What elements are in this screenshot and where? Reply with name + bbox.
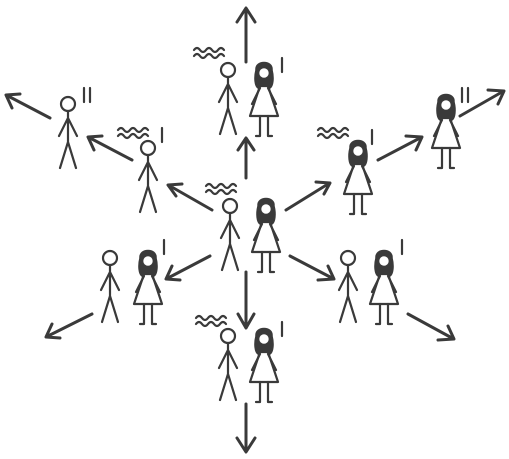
man-figure <box>219 329 237 400</box>
man-figure <box>339 251 357 322</box>
arrow-bottom-down <box>237 404 255 452</box>
tally-mark <box>84 88 90 102</box>
arrow-far-right-out <box>460 90 504 116</box>
lower-left-group <box>101 240 164 324</box>
upper-left-group <box>118 128 162 212</box>
man-figure <box>221 199 239 270</box>
arrow-center-down <box>238 272 254 328</box>
man-figure <box>139 141 157 212</box>
upper-right-group <box>318 128 372 214</box>
man-figure <box>101 251 119 322</box>
arrow-center-lower-left <box>166 256 210 280</box>
woman-figure <box>250 63 278 137</box>
far-right-group <box>432 88 468 168</box>
bottom-group <box>196 316 282 402</box>
arrow-center-lower-right <box>290 256 334 280</box>
far-left-group <box>59 88 90 168</box>
arrow-lower-left-out <box>46 314 92 338</box>
man-figure <box>219 63 237 134</box>
arrow-upper-left-out <box>88 136 132 160</box>
woman-figure <box>252 199 280 273</box>
lower-right-group <box>339 240 402 324</box>
woman-figure <box>344 141 372 215</box>
waves-mark <box>194 48 224 58</box>
tally-mark <box>462 88 468 102</box>
arrow-center-upper-right <box>286 182 330 210</box>
woman-figure <box>370 251 398 325</box>
arrow-upper-right-out <box>378 136 422 160</box>
arrow-center-upper-left <box>168 184 212 210</box>
waves-mark <box>118 128 148 138</box>
woman-figure <box>432 95 460 169</box>
arrow-far-left-out <box>6 94 50 118</box>
woman-figure <box>134 251 162 325</box>
arrow-top-up <box>237 8 255 62</box>
top-group <box>194 48 282 136</box>
waves-mark <box>206 184 236 194</box>
arrow-center-up <box>238 138 254 178</box>
woman-figure <box>250 329 278 403</box>
center-group <box>206 184 280 272</box>
waves-mark <box>318 128 348 138</box>
waves-mark <box>196 316 226 326</box>
arrow-lower-right-out <box>408 314 454 340</box>
man-figure <box>59 97 77 168</box>
